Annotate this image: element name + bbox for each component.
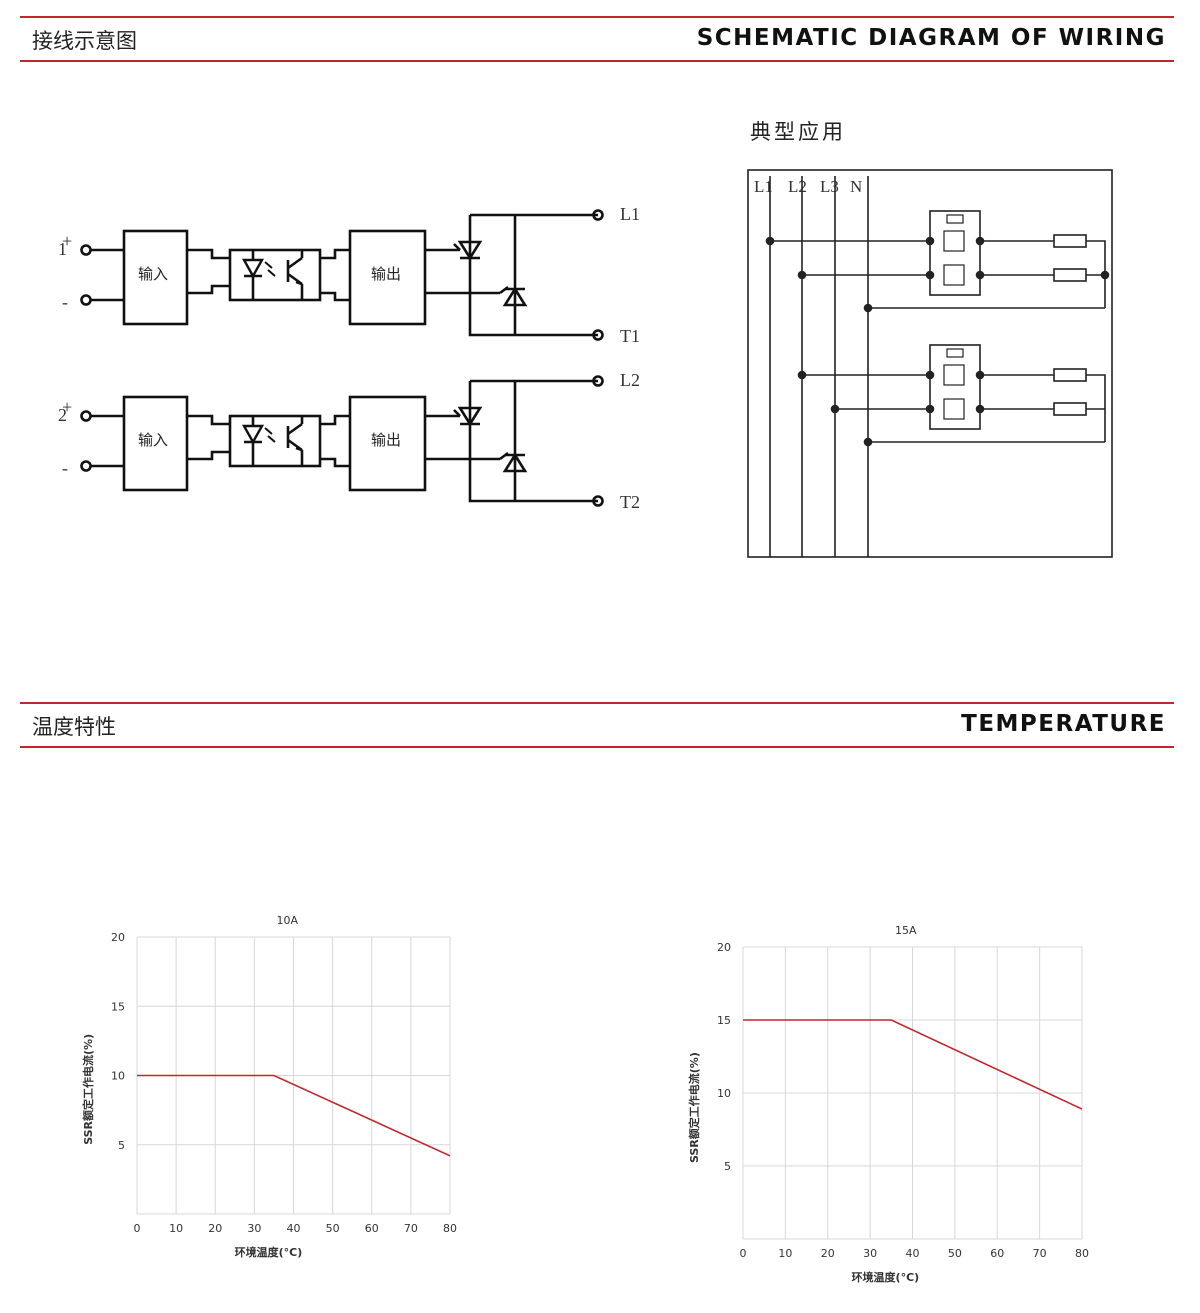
x-tick-label: 0: [134, 1222, 141, 1235]
input-block: [122, 229, 189, 326]
derating-curve: [743, 1019, 1083, 1110]
x-tick-label: 70: [1033, 1247, 1047, 1260]
input-block-label: 输入: [138, 265, 168, 283]
y-tick-label: 5: [118, 1139, 125, 1152]
input-minus-terminal: [80, 460, 92, 472]
application-frame: [747, 169, 1113, 558]
x-tick-label: 80: [1075, 1247, 1089, 1260]
minus-label: -: [62, 292, 68, 312]
bus-label-l3: L3: [820, 177, 839, 196]
section-header-wiring: 接线示意图 SCHEMATIC DIAGRAM OF WIRING: [20, 16, 1174, 62]
y-tick-label: 20: [111, 931, 125, 944]
x-axis-title: 环境温度(°C): [235, 1245, 303, 1259]
derating-curve: [137, 1074, 451, 1157]
input-plus-terminal: [80, 410, 92, 422]
typical-application-diagram: L1 L2 L3 N: [747, 169, 1113, 558]
channel-number: 1: [58, 239, 67, 259]
y-tick-label: 10: [111, 1070, 125, 1083]
load-terminal: [592, 495, 604, 507]
x-tick-label: 50: [948, 1247, 962, 1260]
y-axis-title: SSR额定工作电流(%): [687, 1052, 701, 1163]
section-title-cn: 接线示意图: [32, 29, 137, 53]
section-title-en: TEMPERATURE: [961, 711, 1166, 737]
optocoupler: [228, 414, 322, 468]
ssr-module-bottom: [797, 344, 1106, 447]
optocoupler: [228, 248, 322, 302]
bus-label-n: N: [850, 177, 862, 196]
x-tick-label: 40: [906, 1247, 920, 1260]
typical-application-title: 典型应用: [750, 120, 846, 144]
minus-label: -: [62, 458, 68, 478]
x-tick-label: 30: [247, 1222, 261, 1235]
input-minus-terminal: [80, 294, 92, 306]
x-tick-label: 40: [287, 1222, 301, 1235]
channel-number: 2: [58, 405, 67, 425]
x-tick-label: 10: [778, 1247, 792, 1260]
input-plus-terminal: [80, 244, 92, 256]
y-tick-label: 15: [111, 1000, 125, 1013]
header-rule-bottom: [20, 746, 1174, 748]
input-block: [122, 395, 189, 492]
line-terminal: [592, 209, 604, 221]
load-terminal: [592, 329, 604, 341]
header-rule-bottom: [20, 60, 1174, 62]
y-tick-label: 15: [717, 1014, 731, 1027]
bus-label-l2: L2: [788, 177, 807, 196]
section-title-cn: 温度特性: [32, 715, 116, 739]
plus-label: +: [62, 231, 72, 251]
x-tick-label: 20: [208, 1222, 222, 1235]
output-block: [348, 395, 427, 492]
x-tick-label: 0: [740, 1247, 747, 1260]
plus-label: +: [62, 397, 72, 417]
x-tick-label: 70: [404, 1222, 418, 1235]
output-block: [348, 229, 427, 326]
chart-title: 10A: [276, 914, 298, 927]
x-tick-label: 10: [169, 1222, 183, 1235]
line-terminal: [592, 375, 604, 387]
x-axis-title: 环境温度(°C): [852, 1270, 920, 1284]
ssr-module-top: [765, 210, 1110, 313]
bus-label-l1: L1: [754, 177, 773, 196]
ssr-schematic: 1 + - 输入 输出: [58, 204, 640, 512]
x-tick-label: 60: [990, 1247, 1004, 1260]
line-terminal-label: L1: [620, 204, 640, 224]
x-tick-label: 20: [821, 1247, 835, 1260]
header-rule-top: [20, 702, 1174, 704]
channel-2: 2 + - 输入 输出 L2 T2: [58, 370, 640, 512]
input-block-label: 输入: [138, 431, 168, 449]
y-tick-label: 5: [724, 1160, 731, 1173]
derating-chart-10a: 0 10 20 30 40 50 60 70 80 5 10 15 20 10A 环境温度(°C) SSR额定…: [81, 914, 457, 1259]
chart-title: 15A: [895, 924, 917, 937]
x-tick-label: 80: [443, 1222, 457, 1235]
y-tick-label: 20: [717, 941, 731, 954]
section-header-temperature: 温度特性 TEMPERATURE: [20, 702, 1174, 748]
derating-chart-15a: 0 10 20 30 40 50 60 70 80 5 10 15 20 15A 环境温度(°C) SSR额定…: [687, 924, 1089, 1284]
header-rule-top: [20, 16, 1174, 18]
channel-1: 1 + - 输入 输出: [58, 204, 640, 346]
x-tick-label: 50: [326, 1222, 340, 1235]
x-tick-label: 30: [863, 1247, 877, 1260]
y-tick-label: 10: [717, 1087, 731, 1100]
y-axis-title: SSR额定工作电流(%): [81, 1034, 95, 1145]
section-title-en: SCHEMATIC DIAGRAM OF WIRING: [696, 25, 1166, 51]
x-tick-label: 60: [365, 1222, 379, 1235]
load-terminal-label: T1: [620, 326, 640, 346]
load-terminal-label: T2: [620, 492, 640, 512]
line-terminal-label: L2: [620, 370, 640, 390]
output-block-label: 输出: [371, 265, 401, 283]
output-block-label: 输出: [371, 431, 401, 449]
